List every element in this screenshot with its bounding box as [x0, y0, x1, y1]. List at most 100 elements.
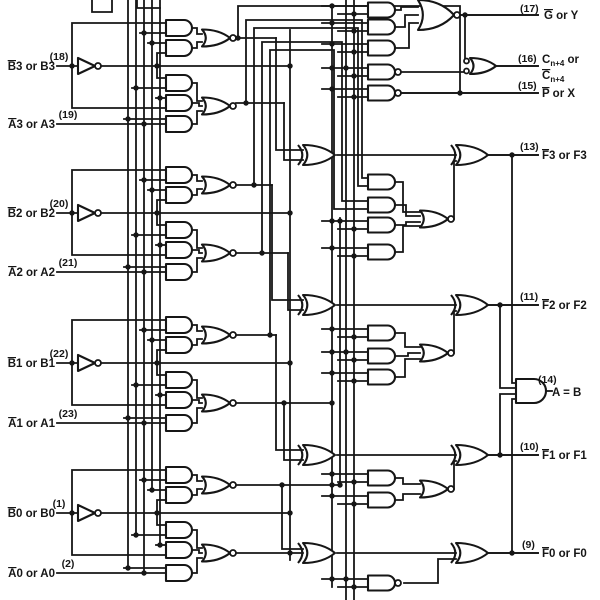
inverter-bubble: [229, 331, 237, 339]
inverter-bubble: [229, 481, 237, 489]
nor-gate: [200, 475, 232, 495]
junction-dot: [351, 11, 357, 17]
nor-gate: [418, 479, 450, 499]
junction-dot: [141, 477, 147, 483]
input-b0-label: B0 or B0: [8, 508, 55, 520]
inverter-bubble: [447, 215, 455, 223]
wire: [191, 82, 203, 102]
input-b2-pin: (20): [50, 198, 69, 210]
and-gate: [366, 243, 396, 261]
wire: [394, 221, 421, 226]
junction-dot: [133, 532, 139, 538]
junction-dot: [337, 218, 343, 224]
junction-dot: [141, 30, 147, 36]
junction-dot: [157, 542, 163, 548]
junction-dot: [157, 392, 163, 398]
wire: [394, 181, 421, 213]
wire: [394, 204, 421, 217]
wire: [136, 0, 161, 9]
and-gate: [366, 18, 396, 36]
and-gate: [366, 173, 396, 191]
input-a0-label: A0 or A0: [8, 568, 55, 580]
junction-dot: [125, 565, 131, 571]
xor-input-arc: [450, 444, 457, 466]
junction-dot: [279, 482, 285, 488]
input-a3-label: A3 or A3: [8, 119, 55, 131]
wire: [499, 304, 517, 389]
inverter-bubble: [229, 549, 237, 557]
xor-input-arc: [297, 294, 304, 316]
junction-dot: [351, 378, 357, 384]
junction-dot: [351, 49, 357, 55]
wire: [191, 338, 203, 346]
and-gate: [366, 491, 396, 509]
and-gate: [164, 465, 193, 485]
junction-dot: [154, 63, 160, 69]
wire: [71, 469, 167, 514]
wire: [191, 529, 203, 549]
xor-input-arc: [450, 294, 457, 316]
output-f3-pin: (13): [520, 141, 539, 153]
nor-gate: [418, 343, 450, 363]
xor-gate: [301, 443, 337, 467]
input-a1-pin: (23): [59, 408, 78, 420]
wire: [191, 174, 203, 182]
wire: [394, 352, 421, 357]
and-gate: [164, 262, 193, 282]
junction-dot: [287, 550, 293, 556]
output-f1-pin: (10): [520, 441, 539, 453]
nor-gate: [200, 393, 232, 413]
inverter-bubble: [453, 11, 461, 19]
wire: [71, 319, 167, 364]
wire: [283, 102, 304, 161]
junction-dot: [343, 65, 349, 71]
input-b1-label: B1 or B1: [8, 358, 56, 370]
junction-dot: [69, 510, 75, 516]
junction-dot: [351, 357, 357, 363]
junction-dot: [133, 85, 139, 91]
inverter-bubble: [229, 249, 237, 257]
inverter-bubble: [229, 399, 237, 407]
junction-dot: [287, 510, 293, 516]
inverter-bubble: [94, 359, 102, 367]
junction-dot: [287, 360, 293, 366]
wire: [191, 229, 203, 249]
wire: [191, 110, 203, 125]
and-gate: [164, 563, 193, 583]
junction-dot: [125, 116, 131, 122]
xor-gate: [301, 541, 337, 565]
and-gate: [164, 18, 193, 38]
junction-dot: [157, 242, 163, 248]
nand-gate: [366, 574, 396, 592]
junction-dot: [329, 400, 335, 406]
junction-dot: [343, 349, 349, 355]
inverter: [76, 353, 97, 373]
junction-dot: [329, 471, 335, 477]
and-gate: [164, 485, 193, 505]
input-b1-pin: (22): [50, 348, 69, 360]
nor-gate: [200, 243, 232, 263]
input-b3-pin: (18): [50, 51, 69, 63]
nor-gate: [200, 96, 232, 116]
and-gate: [366, 196, 396, 214]
wire: [271, 184, 304, 301]
junction-dot: [351, 73, 357, 79]
junction-dot: [125, 264, 131, 270]
output-g-or-y-label: G or Y: [544, 10, 579, 22]
wire: [191, 407, 203, 424]
inverter: [76, 56, 97, 76]
output-cn4-label: Cn+4 or: [542, 54, 580, 68]
inverter-bubble: [447, 485, 455, 493]
wire: [403, 558, 457, 584]
and-gate: [164, 315, 193, 335]
inverter-bubble: [94, 509, 102, 517]
wire: [283, 402, 304, 461]
junction-dot: [329, 218, 335, 224]
xor-gate: [454, 443, 490, 467]
a-equals-b-and-gate: [514, 377, 548, 405]
nor-gate: [200, 325, 232, 345]
output-g-or-y-pin: (17): [520, 3, 539, 15]
wire: [394, 225, 421, 253]
